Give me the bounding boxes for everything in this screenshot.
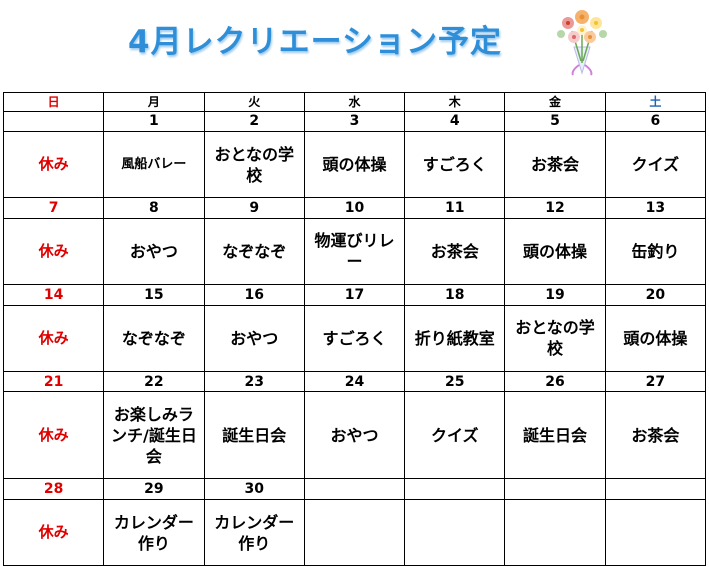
date-row: 7 8 9 10 11 12 13: [2, 197, 707, 220]
weekday-thu: 木: [404, 92, 506, 112]
date-cell: [303, 478, 406, 501]
weekday-sat: 土: [604, 92, 707, 112]
activity-cell: [604, 499, 707, 566]
date-row: 1 2 3 4 5 6: [2, 110, 707, 133]
date-cell: 6: [604, 110, 707, 133]
date-cell: 29: [103, 478, 205, 501]
closed-day-cell: 休み: [2, 499, 105, 566]
activity-cell: 缶釣り: [604, 218, 707, 285]
closed-day-cell: 休み: [2, 131, 105, 199]
date-cell: 1: [103, 110, 205, 133]
activity-cell: 誕生日会: [203, 391, 305, 480]
weekday-wed: 水: [303, 92, 406, 112]
date-cell: 26: [504, 370, 606, 393]
activity-cell: なぞなぞ: [103, 304, 205, 372]
weekday-header-row: 日 月 火 水 木 金 土: [2, 92, 707, 112]
date-cell: 2: [203, 110, 305, 133]
date-cell: 22: [103, 370, 205, 393]
activity-cell: なぞなぞ: [203, 218, 305, 285]
activity-row: 休み カレンダー作り カレンダー作り: [2, 499, 707, 566]
date-cell: 27: [604, 370, 707, 393]
activity-cell: お茶会: [404, 218, 506, 285]
activity-cell: クイズ: [604, 131, 707, 199]
weekday-tue: 火: [203, 92, 305, 112]
date-cell: 20: [604, 283, 707, 306]
page-title: 4月レクリエーション予定: [128, 24, 502, 60]
activity-cell: お茶会: [504, 131, 606, 199]
activity-cell: クイズ: [404, 391, 506, 480]
activity-cell: [504, 499, 606, 566]
activity-cell: お楽しみランチ/誕生日会: [103, 391, 205, 480]
closed-day-cell: 休み: [2, 218, 105, 285]
activity-cell: おやつ: [203, 304, 305, 372]
date-cell: 28: [2, 478, 105, 501]
activity-cell: おとなの学校: [504, 304, 606, 372]
activity-cell: 折り紙教室: [404, 304, 506, 372]
activity-cell: すごろく: [303, 304, 406, 372]
date-cell: 7: [2, 197, 105, 220]
date-cell: 30: [203, 478, 305, 501]
date-row: 21 22 23 24 25 26 27: [2, 370, 707, 393]
date-cell: [604, 478, 707, 501]
date-cell: 15: [103, 283, 205, 306]
activity-cell: 頭の体操: [504, 218, 606, 285]
weekday-fri: 金: [504, 92, 606, 112]
activity-row: 休み なぞなぞ おやつ すごろく 折り紙教室 おとなの学校 頭の体操: [2, 304, 707, 372]
activity-row: 休み お楽しみランチ/誕生日会 誕生日会 おやつ クイズ 誕生日会 お茶会: [2, 391, 707, 480]
date-cell: 8: [103, 197, 205, 220]
date-cell: 18: [404, 283, 506, 306]
date-cell: 4: [404, 110, 506, 133]
date-row: 14 15 16 17 18 19 20: [2, 283, 707, 306]
activity-cell: 風船バレー: [103, 131, 205, 199]
date-cell: 11: [404, 197, 506, 220]
activity-cell: おやつ: [303, 391, 406, 480]
date-cell: 13: [604, 197, 707, 220]
date-cell: 24: [303, 370, 406, 393]
activity-cell: 物運びリレー: [303, 218, 406, 285]
closed-day-cell: 休み: [2, 391, 105, 480]
activity-cell: お茶会: [604, 391, 707, 480]
activity-row: 休み 風船バレー おとなの学校 頭の体操 すごろく お茶会 クイズ: [2, 131, 707, 199]
date-cell: 5: [504, 110, 606, 133]
date-cell: 21: [2, 370, 105, 393]
date-cell: 14: [2, 283, 105, 306]
activity-cell: 誕生日会: [504, 391, 606, 480]
closed-day-cell: 休み: [2, 304, 105, 372]
date-cell: [504, 478, 606, 501]
date-cell: 10: [303, 197, 406, 220]
activity-cell: 頭の体操: [604, 304, 707, 372]
activity-cell: 頭の体操: [303, 131, 406, 199]
activity-cell: [303, 499, 406, 566]
activity-cell: カレンダー作り: [103, 499, 205, 566]
activity-cell: すごろく: [404, 131, 506, 199]
date-cell: 16: [203, 283, 305, 306]
activity-cell: カレンダー作り: [203, 499, 305, 566]
activity-cell: おやつ: [103, 218, 205, 285]
date-cell: 3: [303, 110, 406, 133]
date-row: 28 29 30: [2, 478, 707, 501]
date-cell: [2, 110, 105, 133]
date-cell: 25: [404, 370, 506, 393]
activity-row: 休み おやつ なぞなぞ 物運びリレー お茶会 頭の体操 缶釣り: [2, 218, 707, 285]
date-cell: [404, 478, 506, 501]
date-cell: 12: [504, 197, 606, 220]
date-cell: 19: [504, 283, 606, 306]
date-cell: 17: [303, 283, 406, 306]
activity-cell: [404, 499, 506, 566]
calendar-table: 日 月 火 水 木 金 土 1 2 3 4 5 6 休み 風船バレー おとなの学…: [2, 92, 707, 566]
date-cell: 23: [203, 370, 305, 393]
flower-bouquet-icon: [557, 10, 607, 76]
weekday-mon: 月: [103, 92, 205, 112]
activity-cell: おとなの学校: [203, 131, 305, 199]
date-cell: 9: [203, 197, 305, 220]
weekday-sun: 日: [2, 92, 105, 112]
